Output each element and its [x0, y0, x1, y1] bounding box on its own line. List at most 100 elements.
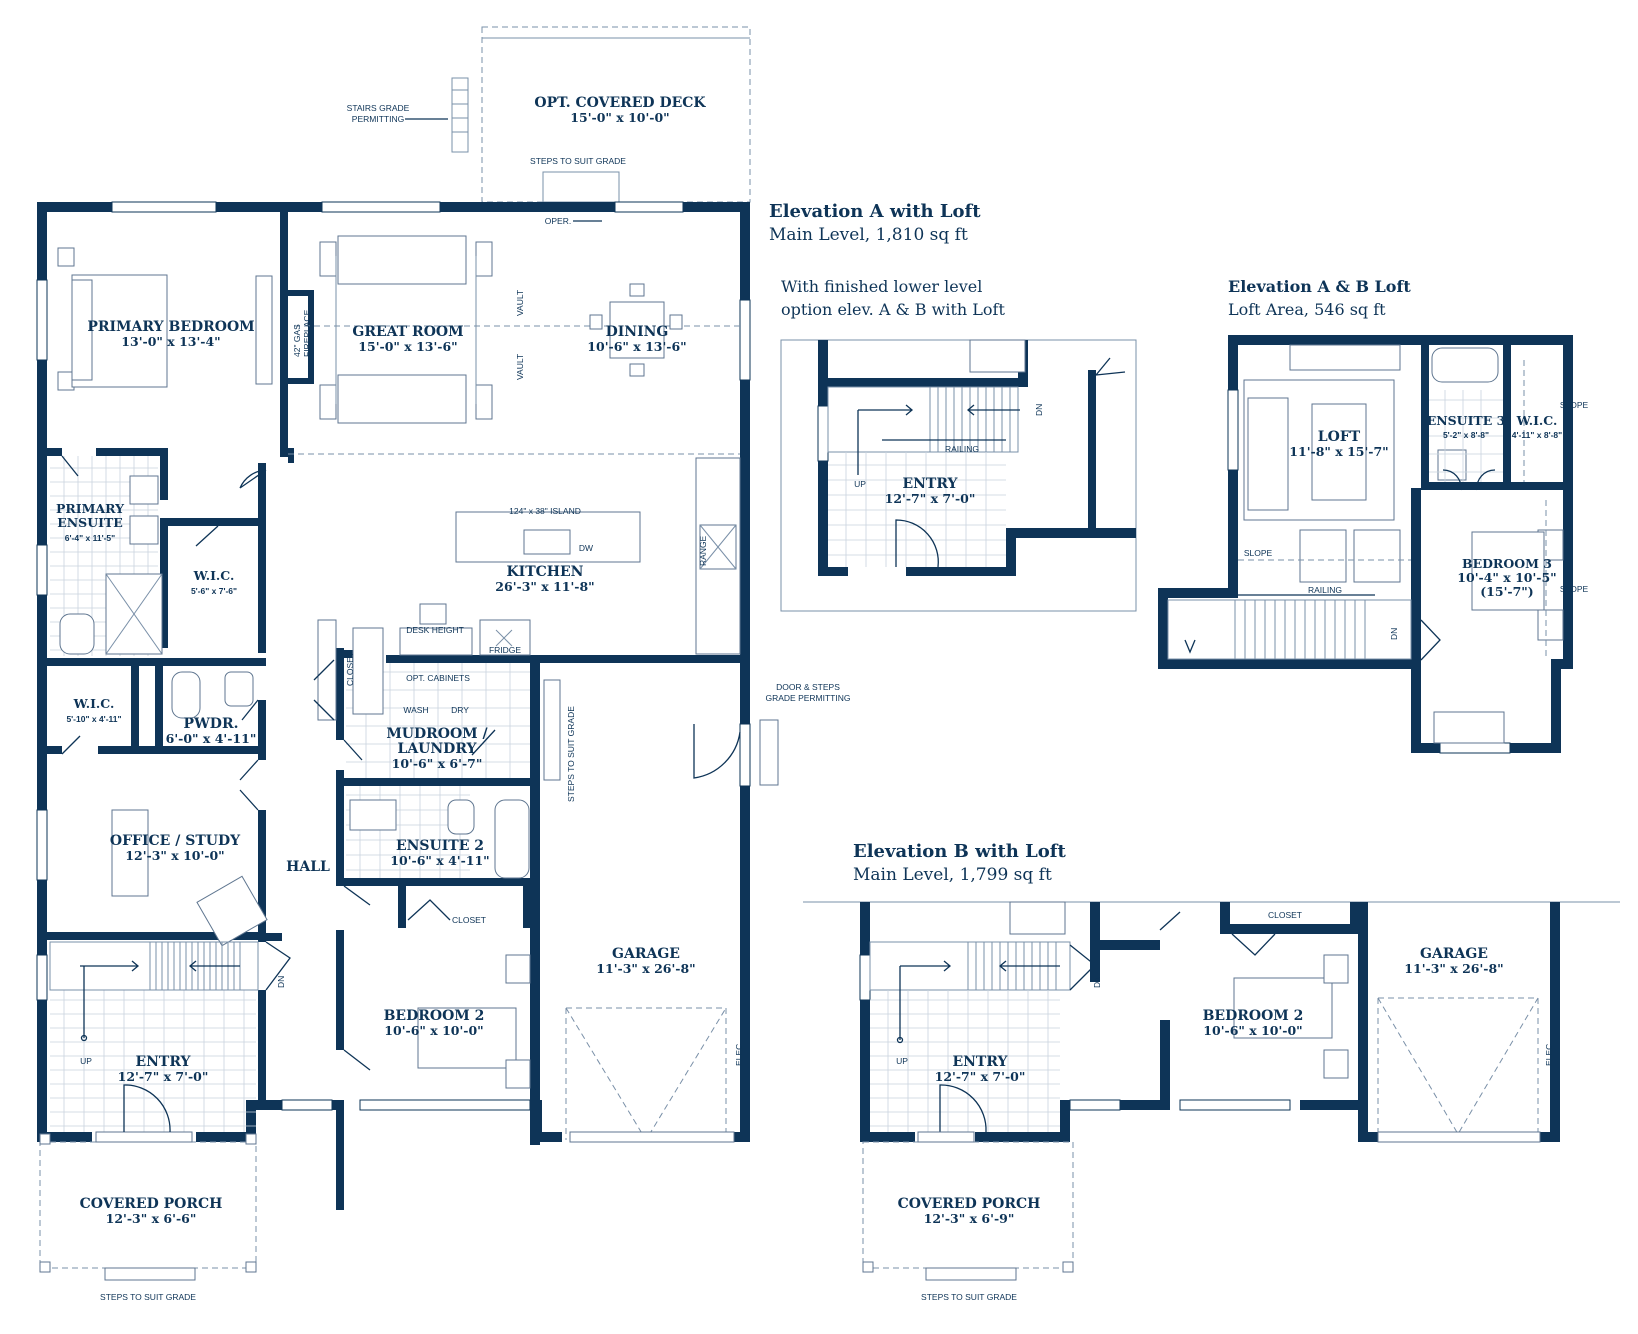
pwdr-name: PWDR.: [184, 716, 239, 732]
dining-name: DINING: [606, 324, 669, 340]
elev-b-entry-dim: 12'-7" x 7'-0": [935, 1069, 1026, 1084]
fireplace-label-1: 42" GAS: [292, 324, 302, 357]
up-label: UP: [80, 1056, 92, 1066]
exterior-walls: [36, 201, 751, 1142]
vault-label-1: VAULT: [515, 290, 525, 316]
primary-ensuite-name-2: ENSUITE: [57, 515, 123, 530]
slope-label-2: SLOPE: [1560, 584, 1589, 594]
door-steps-label-2: GRADE PERMITTING: [765, 693, 850, 703]
lower-railing-label: RAILING: [945, 444, 979, 454]
elev-b-porch-name: COVERED PORCH: [898, 1196, 1041, 1212]
loft-wic-dim: 4'-11" x 8'-8": [1512, 430, 1562, 440]
office-dim: 12'-3" x 10'-0": [125, 848, 224, 863]
elev-a-subtitle: Main Level, 1,810 sq ft: [769, 225, 968, 245]
ensuite-3-name: ENSUITE 3: [1427, 413, 1506, 428]
elev-b-porch-steps-label: STEPS TO SUIT GRADE: [921, 1292, 1017, 1302]
desk-height-label: DESK HEIGHT: [406, 625, 464, 635]
vault-label-2: VAULT: [515, 354, 525, 380]
great-room-name: GREAT ROOM: [352, 324, 463, 340]
lower-entry-name: ENTRY: [902, 476, 958, 492]
garage-dim: 11'-3" x 26'-8": [596, 961, 695, 976]
kitchen-name: KITCHEN: [507, 564, 584, 580]
ensuite-3-dim: 5'-2" x 8'-8": [1443, 430, 1489, 440]
deck-steps-label: STEPS TO SUIT GRADE: [530, 156, 626, 166]
loft-dn-label: DN: [1389, 628, 1399, 640]
slope-label-3: SLOPE: [1244, 548, 1273, 558]
furniture: [39, 235, 779, 1281]
mudroom-name-2: LAUNDRY: [397, 741, 477, 757]
ensuite-2-name: ENSUITE 2: [396, 838, 484, 854]
loft-name: LOFT: [1318, 429, 1361, 445]
main-level-plan: OPT. COVERED DECK 15'-0" x 10'-0" STAIRS…: [36, 26, 851, 1302]
range-label: RANGE: [698, 535, 708, 566]
lower-level-option-plan: RAILING DN UP ENTRY 12'-7" x 7'-0": [780, 339, 1137, 612]
oper-label: OPER.: [545, 216, 571, 226]
elev-b-title: Elevation B with Loft: [853, 841, 1067, 862]
elev-b-bedroom-2-name: BEDROOM 2: [1203, 1008, 1304, 1024]
wash-label: WASH: [403, 705, 428, 715]
mudroom-name-1: MUDROOM /: [386, 726, 488, 742]
stairs-grade-label-1: STAIRS GRADE: [347, 103, 410, 113]
pwdr-dim: 6'-0" x 4'-11": [166, 731, 257, 746]
primary-ensuite-dim: 6'-4" x 11'-5": [65, 533, 115, 543]
bedroom-3-name: BEDROOM 3: [1462, 556, 1552, 571]
elev-b-bedroom-2-dim: 10'-6" x 10'-0": [1203, 1023, 1302, 1038]
kitchen-dim: 26'-3" x 11'-8": [495, 579, 594, 594]
dining-dim: 10'-6" x 13'-6": [587, 339, 686, 354]
fireplace-label-2: FIREPLACE: [302, 309, 312, 357]
primary-bedroom-dim: 13'-0" x 13'-4": [121, 334, 220, 349]
elev-b-garage-name: GARAGE: [1420, 946, 1488, 962]
porch-dim: 12'-3" x 6'-6": [106, 1211, 197, 1226]
hall-label: HALL: [286, 859, 330, 875]
loft-railing-label: RAILING: [1308, 585, 1342, 595]
wic-2-name: W.I.C.: [73, 696, 115, 711]
elev-b-up-label: UP: [896, 1056, 908, 1066]
dry-label: DRY: [451, 705, 469, 715]
elev-b-elec-label: ELEC: [1544, 1044, 1554, 1066]
primary-ensuite-name-1: PRIMARY: [56, 501, 125, 516]
loft-wic-name: W.I.C.: [1516, 413, 1558, 428]
lower-up-label: UP: [854, 479, 866, 489]
headings: Elevation A with Loft Main Level, 1,810 …: [769, 201, 1411, 885]
deck-name: OPT. COVERED DECK: [534, 95, 706, 111]
entry-name: ENTRY: [135, 1054, 191, 1070]
wic-2-dim: 5'-10" x 4'-11": [66, 714, 121, 724]
wic-1-name: W.I.C.: [193, 568, 235, 583]
elev-b-garage-dim: 11'-3" x 26'-8": [1404, 961, 1503, 976]
stairs-grade-label-2: PERMITTING: [352, 114, 404, 124]
lower-entry-dim: 12'-7" x 7'-0": [885, 491, 976, 506]
door-swings: [61, 455, 741, 1133]
great-room-dim: 15'-0" x 13'-6": [358, 339, 457, 354]
primary-bedroom-name: PRIMARY BEDROOM: [87, 319, 254, 335]
office-name: OFFICE / STUDY: [110, 833, 241, 849]
covered-deck-outline: [481, 26, 751, 203]
deck-dim: 15'-0" x 10'-0": [570, 110, 669, 125]
deck-steps: [542, 171, 620, 203]
bedroom-2-name: BEDROOM 2: [384, 1008, 485, 1024]
garage-steps-label: STEPS TO SUIT GRADE: [566, 706, 576, 802]
loft-subtitle: Loft Area, 546 sq ft: [1228, 300, 1386, 319]
porch-name: COVERED PORCH: [80, 1196, 223, 1212]
elev-b-dn-label: DN: [1092, 976, 1102, 988]
elev-a-title: Elevation A with Loft: [769, 201, 981, 222]
ensuite-2-dim: 10'-6" x 4'-11": [390, 853, 489, 868]
elev-b-closet-label: CLOSET: [1268, 910, 1302, 920]
lower-dn-label: DN: [1034, 404, 1044, 416]
elev-b-plan: CLOSET GARAGE 11'-3" x 26'-8" BEDROOM 2 …: [803, 901, 1620, 1302]
elev-b-porch-dim: 12'-3" x 6'-9": [924, 1211, 1015, 1226]
elec-label: ELEC: [734, 1044, 744, 1066]
lower-level-subtitle: option elev. A & B with Loft: [781, 300, 1005, 319]
loft-dim: 11'-8" x 15'-7": [1289, 444, 1388, 459]
main-stairs: [49, 941, 259, 1042]
dw-label: DW: [579, 543, 593, 553]
mudroom-dim: 10'-6" x 6'-7": [392, 756, 483, 771]
closet-label: CLOSET: [345, 652, 355, 686]
wic-1-dim: 5'-6" x 7'-6": [191, 586, 237, 596]
slope-label-1: SLOPE: [1560, 400, 1589, 410]
opt-cabinets-label: OPT. CABINETS: [406, 673, 470, 683]
bedroom-2-dim: 10'-6" x 10'-0": [384, 1023, 483, 1038]
elev-b-entry-name: ENTRY: [952, 1054, 1008, 1070]
garage-name: GARAGE: [612, 946, 680, 962]
loft-title: Elevation A & B Loft: [1228, 277, 1411, 296]
